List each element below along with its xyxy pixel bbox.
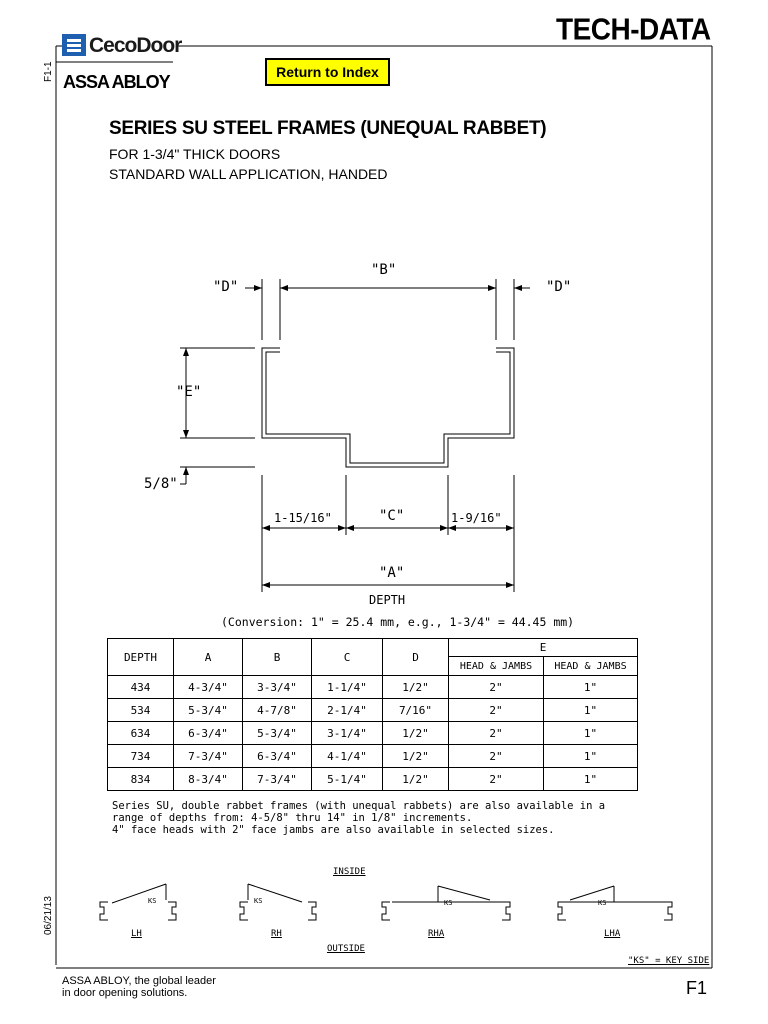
ks-label-lha: KS xyxy=(598,899,607,907)
handing-label-lha: LHA xyxy=(604,929,621,939)
table-row: 834 8-3/4" 7-3/4" 5-1/4" 1/2" 2" 1" xyxy=(107,767,638,791)
cell-c: 4-1/4" xyxy=(311,744,383,768)
inside-label: INSIDE xyxy=(333,867,366,877)
cell-d: 1/2" xyxy=(382,767,449,791)
cell-a: 6-3/4" xyxy=(173,721,243,745)
cell-e-jamb: 1" xyxy=(543,721,638,745)
cell-depth: 634 xyxy=(107,721,174,745)
cell-depth: 534 xyxy=(107,698,174,722)
ks-label-lh: KS xyxy=(148,897,157,905)
cell-e-head: 2" xyxy=(448,767,544,791)
cell-depth: 434 xyxy=(107,675,174,699)
table-header-row: DEPTH A B C D E xyxy=(107,638,638,676)
table-row: 434 4-3/4" 3-3/4" 1-1/4" 1/2" 2" 1" xyxy=(107,675,638,699)
dimensions-table: DEPTH A B C D E HEAD & JAMBS HEAD & JAMB… xyxy=(107,638,638,791)
cell-b: 5-3/4" xyxy=(242,721,312,745)
cell-e-head: 2" xyxy=(448,721,544,745)
handing-lha-diagram xyxy=(557,885,673,921)
note-line-1: Series SU, double rabbet frames (with un… xyxy=(112,800,606,812)
cell-e-jamb: 1" xyxy=(543,675,638,699)
ks-label-rha: KS xyxy=(444,899,453,907)
cell-c: 2-1/4" xyxy=(311,698,383,722)
cell-e-head: 2" xyxy=(448,744,544,768)
header-e-sub-2: HEAD & JAMBS xyxy=(543,656,638,676)
cell-a: 8-3/4" xyxy=(173,767,243,791)
dim-label-b: "B" xyxy=(371,262,397,278)
footer-tagline: ASSA ABLOY, the global leader in door op… xyxy=(62,975,216,999)
cell-e-jamb: 1" xyxy=(543,698,638,722)
dim-label-c: "C" xyxy=(379,508,405,524)
brand-name: CecoDoor xyxy=(89,34,182,57)
cell-b: 3-3/4" xyxy=(242,675,312,699)
page-number: F1 xyxy=(686,978,708,998)
footer-tagline-line-2: in door opening solutions. xyxy=(62,987,188,999)
subtitle-application: STANDARD WALL APPLICATION, HANDED xyxy=(109,166,388,182)
footer-tagline-line-1: ASSA ABLOY, the global leader xyxy=(62,975,216,987)
cell-depth: 734 xyxy=(107,744,174,768)
dim-label-d-left: "D" xyxy=(213,279,239,295)
header-b: B xyxy=(242,638,312,676)
cell-b: 6-3/4" xyxy=(242,744,312,768)
cell-e-jamb: 1" xyxy=(543,744,638,768)
dim-label-a: "A" xyxy=(379,565,405,581)
dim-label-five-eighths: 5/8" xyxy=(144,476,178,492)
dim-label-left-rabbet: 1-15/16" xyxy=(274,511,332,525)
conversion-note: (Conversion: 1" = 25.4 mm, e.g., 1-3/4" … xyxy=(221,615,575,629)
handing-rha-diagram xyxy=(381,885,511,921)
dim-label-right-rabbet: 1-9/16" xyxy=(451,511,502,525)
cell-a: 7-3/4" xyxy=(173,744,243,768)
cell-depth: 834 xyxy=(107,767,174,791)
dim-label-e: "E" xyxy=(176,384,202,400)
page-title: SERIES SU STEEL FRAMES (UNEQUAL RABBET) xyxy=(109,118,547,139)
note-line-3: 4" face heads with 2" face jambs are als… xyxy=(112,824,555,836)
cell-b: 7-3/4" xyxy=(242,767,312,791)
header-e-sub-1: HEAD & JAMBS xyxy=(448,656,544,676)
cell-d: 1/2" xyxy=(382,721,449,745)
dim-label-depth: DEPTH xyxy=(369,593,406,607)
table-row: 634 6-3/4" 5-3/4" 3-1/4" 1/2" 2" 1" xyxy=(107,721,638,745)
return-to-index-button[interactable]: Return to Index xyxy=(265,58,390,86)
handing-label-lh: LH xyxy=(131,929,142,939)
handing-lh-diagram xyxy=(99,883,177,921)
cell-d: 1/2" xyxy=(382,744,449,768)
cell-a: 5-3/4" xyxy=(173,698,243,722)
ks-label-rh: KS xyxy=(254,897,263,905)
cell-e-head: 2" xyxy=(448,698,544,722)
subtitle-door-thickness: FOR 1-3/4" THICK DOORS xyxy=(109,146,281,162)
header-depth: DEPTH xyxy=(107,638,174,676)
table-row: 734 7-3/4" 6-3/4" 4-1/4" 1/2" 2" 1" xyxy=(107,744,638,768)
ceco-door-logo-icon xyxy=(62,34,86,56)
cell-a: 4-3/4" xyxy=(173,675,243,699)
cell-e-head: 2" xyxy=(448,675,544,699)
cell-b: 4-7/8" xyxy=(242,698,312,722)
cell-e-jamb: 1" xyxy=(543,767,638,791)
tech-data-heading: TECH-DATA xyxy=(556,12,711,47)
header-d: D xyxy=(382,638,449,676)
cell-d: 1/2" xyxy=(382,675,449,699)
parent-brand: ASSA ABLOY xyxy=(63,72,171,92)
handing-label-rha: RHA xyxy=(428,929,445,939)
note-line-2: range of depths from: 4-5/8" thru 14" in… xyxy=(112,812,473,824)
cell-c: 3-1/4" xyxy=(311,721,383,745)
key-side-note: "KS" = KEY SIDE xyxy=(628,956,710,966)
dim-label-d-right: "D" xyxy=(546,279,572,295)
cell-c: 1-1/4" xyxy=(311,675,383,699)
table-row: 534 5-3/4" 4-7/8" 2-1/4" 7/16" 2" 1" xyxy=(107,698,638,722)
handing-diagrams xyxy=(99,883,673,921)
handing-label-rh: RH xyxy=(271,929,282,939)
header-a: A xyxy=(173,638,243,676)
header-e: E xyxy=(448,638,638,657)
handing-rh-diagram xyxy=(239,883,317,921)
header-c: C xyxy=(311,638,383,676)
outside-label: OUTSIDE xyxy=(327,944,365,954)
frame-profile-drawing xyxy=(180,279,530,592)
cell-d: 7/16" xyxy=(382,698,449,722)
cell-c: 5-1/4" xyxy=(311,767,383,791)
